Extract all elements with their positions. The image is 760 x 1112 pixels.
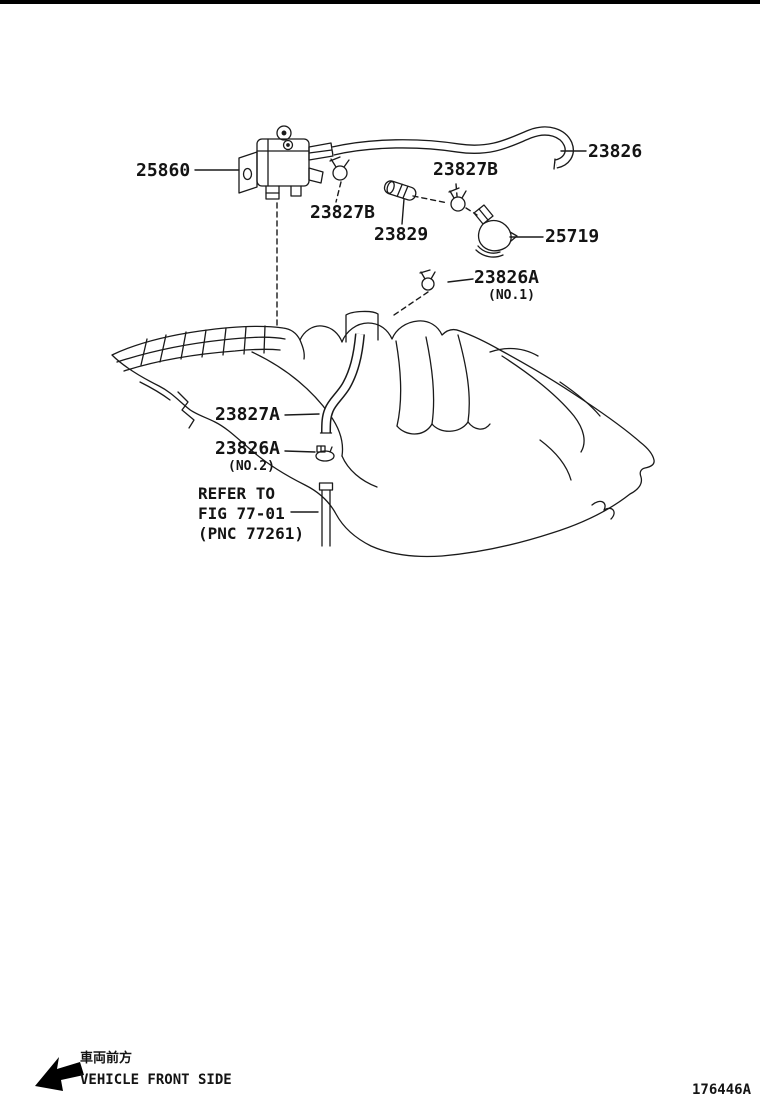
clamp-23826A-no1-drawing	[419, 269, 436, 291]
part-label-23826A-no1[interactable]: 23826A	[474, 267, 540, 288]
part-label-25719[interactable]: 25719	[545, 226, 600, 247]
refer-note: REFER TO FIG 77-01 (PNC 77261)	[198, 484, 304, 544]
clamp-23827B-left-drawing	[329, 156, 350, 181]
part-note-no1: (NO.1)	[488, 288, 535, 303]
clamp-23827B-right-drawing	[448, 187, 467, 212]
tube-77261-drawing	[318, 482, 334, 547]
refer-note-line1: REFER TO	[198, 484, 276, 503]
hose-23829-drawing	[383, 180, 417, 201]
part-label-23829[interactable]: 23829	[374, 224, 429, 245]
clamp-23826A-no2-drawing	[315, 445, 335, 462]
valve-25860-drawing	[238, 125, 334, 200]
leader-lines-dashed	[276, 181, 478, 328]
top-border	[0, 0, 760, 4]
part-label-23827B-top[interactable]: 23827B	[433, 159, 499, 180]
refer-note-line2: FIG 77-01	[198, 504, 285, 523]
valve-25719-drawing	[473, 204, 518, 258]
engine-manifold-outline	[111, 310, 655, 558]
part-label-23827A[interactable]: 23827A	[215, 404, 281, 425]
pipe-23827A-drawing	[319, 333, 365, 434]
refer-note-line3: (PNC 77261)	[198, 524, 304, 543]
leader-lines	[194, 150, 587, 513]
vehicle-front-label-jp: 車両前方	[80, 1051, 133, 1066]
part-label-25860[interactable]: 25860	[136, 160, 191, 181]
part-label-23826A-no2[interactable]: 23826A	[215, 438, 281, 459]
part-label-23826[interactable]: 23826	[588, 141, 643, 162]
part-label-23827B-left[interactable]: 23827B	[310, 202, 376, 223]
figure-id: 176446A	[692, 1082, 752, 1098]
part-note-no2: (NO.2)	[228, 459, 275, 474]
vehicle-front-label-en: VEHICLE FRONT SIDE	[80, 1072, 232, 1088]
hose-23826-drawing	[331, 126, 574, 170]
vehicle-front-arrow-icon	[35, 1057, 84, 1091]
